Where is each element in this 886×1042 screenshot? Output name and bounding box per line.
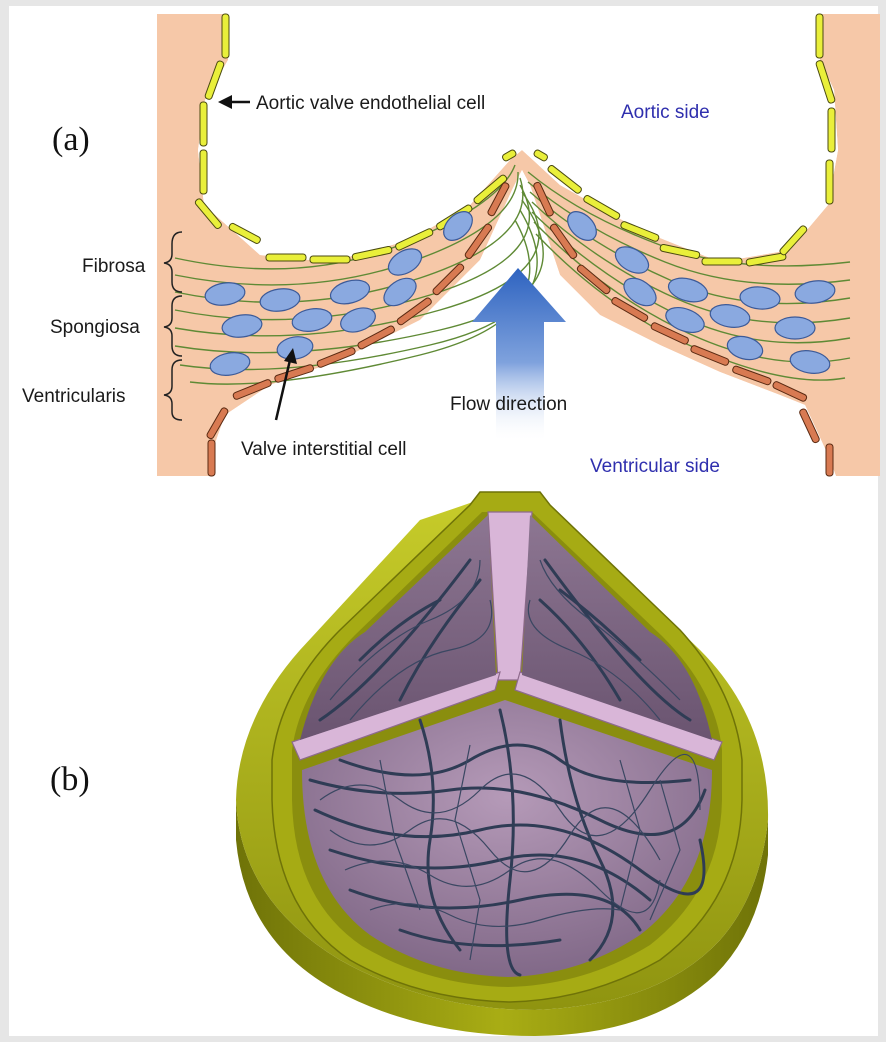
panel-a: (a) Aortic valve endothelial cell Aortic… bbox=[22, 14, 880, 477]
aortic-side-label: Aortic side bbox=[621, 102, 710, 123]
panel-a-label: (a) bbox=[52, 121, 90, 158]
interstitial-cell-label: Valve interstitial cell bbox=[241, 439, 406, 460]
panel-b-label: (b) bbox=[50, 761, 90, 798]
ventricularis-label: Ventricularis bbox=[22, 386, 126, 407]
ventricular-side-label: Ventricular side bbox=[590, 456, 720, 477]
flow-direction-label: Flow direction bbox=[450, 394, 567, 415]
panel-b: (b) bbox=[50, 492, 768, 1036]
endothelial-cell-label: Aortic valve endothelial cell bbox=[256, 93, 485, 114]
fibrosa-label: Fibrosa bbox=[82, 256, 146, 277]
spongiosa-label: Spongiosa bbox=[50, 317, 140, 338]
aortic-root-3d-model bbox=[236, 492, 768, 1036]
